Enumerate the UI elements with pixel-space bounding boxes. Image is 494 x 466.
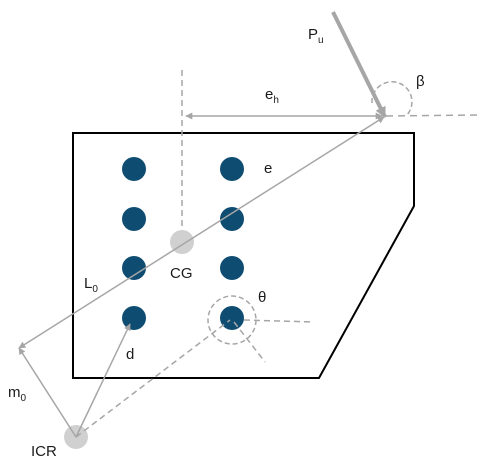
label-pu: Pu <box>308 26 324 46</box>
d-arrow <box>75 323 131 438</box>
bolt <box>122 256 146 280</box>
bolt-horizontal-dashed-line <box>243 319 315 323</box>
label-m0: m0 <box>8 384 27 404</box>
bolt <box>220 256 244 280</box>
beta-angle-arc <box>371 81 413 117</box>
bolt <box>122 207 146 231</box>
label-cg: CG <box>170 265 193 282</box>
bolt <box>122 306 146 330</box>
critical-bolt <box>220 306 244 330</box>
label-beta: β <box>416 73 425 90</box>
label-eh: eh <box>265 86 279 106</box>
icr-to-bolt-dashed-line <box>75 319 231 438</box>
load-horizontal-dashed-line <box>385 114 481 117</box>
label-d: d <box>126 346 134 363</box>
m0-arrow <box>18 347 77 438</box>
l0-dimension-arrow <box>18 116 385 349</box>
theta-angle-circle <box>207 295 257 345</box>
bolt-force-dashed-line <box>233 321 266 363</box>
label-l0: L0 <box>84 275 98 295</box>
label-theta: θ <box>258 289 266 306</box>
bolt <box>122 157 146 181</box>
label-icr: ICR <box>31 443 57 460</box>
bolt <box>220 157 244 181</box>
label-e: e <box>264 160 272 177</box>
load-arrow-pu <box>331 11 387 118</box>
